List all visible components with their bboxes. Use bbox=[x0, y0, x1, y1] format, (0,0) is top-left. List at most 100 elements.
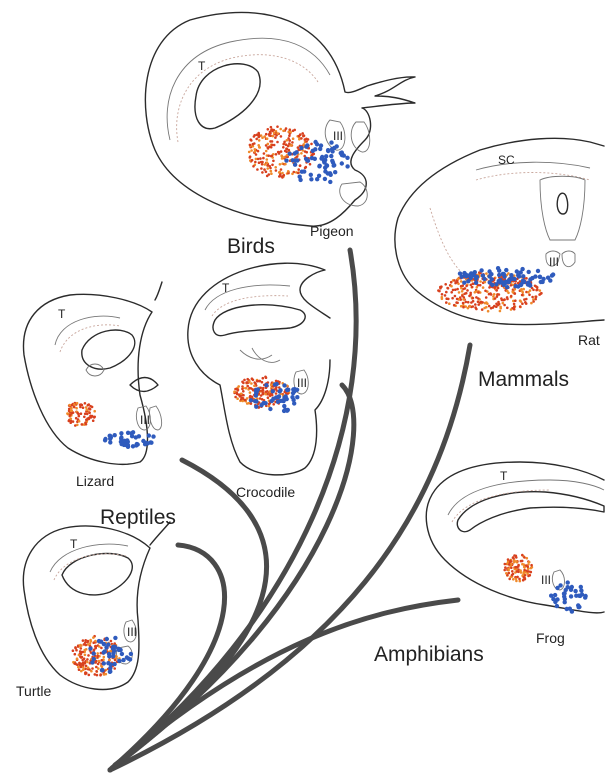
cell-dot bbox=[137, 434, 141, 438]
cell-dot bbox=[275, 153, 278, 156]
cell-dot bbox=[81, 423, 84, 426]
cell-dot bbox=[481, 301, 484, 304]
cell-dot bbox=[112, 662, 116, 666]
cell-dot bbox=[280, 154, 283, 157]
cell-dot bbox=[293, 163, 297, 167]
cell-dot bbox=[249, 156, 252, 159]
cell-dot bbox=[275, 169, 278, 172]
cell-dot bbox=[441, 296, 444, 299]
cell-dot bbox=[120, 652, 124, 656]
cell-dot bbox=[304, 145, 308, 149]
cell-dot bbox=[267, 396, 270, 399]
cell-dot bbox=[499, 307, 502, 310]
species-labels: Pigeon Rat Lizard Crocodile Turtle Frog bbox=[16, 223, 600, 699]
cell-dot bbox=[332, 163, 336, 167]
cell-dot bbox=[113, 645, 117, 649]
cell-dot bbox=[474, 303, 477, 306]
cell-dot bbox=[269, 132, 272, 135]
cell-dot bbox=[280, 135, 283, 138]
cell-dot bbox=[465, 301, 468, 304]
cell-dot bbox=[497, 269, 501, 273]
cell-dot bbox=[283, 174, 286, 177]
cell-dot bbox=[93, 410, 96, 413]
cell-dot bbox=[86, 658, 89, 661]
cell-dot bbox=[275, 392, 278, 395]
cell-dot bbox=[525, 302, 528, 305]
cell-dot bbox=[236, 388, 239, 391]
cell-dot bbox=[506, 296, 509, 299]
cell-dot bbox=[521, 302, 524, 305]
rat-label: Rat bbox=[578, 332, 600, 348]
cell-dot bbox=[472, 305, 475, 308]
cell-dot bbox=[463, 293, 466, 296]
cell-dot bbox=[515, 580, 518, 583]
cell-dot bbox=[78, 668, 81, 671]
cell-dot bbox=[532, 289, 535, 292]
cell-dot bbox=[519, 283, 523, 287]
cell-dot bbox=[102, 661, 106, 665]
turtle-ventricle bbox=[62, 553, 132, 594]
cell-dot bbox=[460, 287, 463, 290]
cell-dot bbox=[267, 128, 270, 131]
cell-dot bbox=[88, 646, 92, 650]
cell-dot bbox=[301, 132, 304, 135]
cell-dot bbox=[126, 431, 130, 435]
cell-dot bbox=[309, 173, 313, 177]
cell-dot bbox=[467, 307, 470, 310]
lizard-iii-marker: III bbox=[140, 413, 150, 427]
cell-dot bbox=[268, 407, 272, 411]
cell-dot bbox=[73, 406, 76, 409]
cell-dot bbox=[86, 418, 89, 421]
cell-dot bbox=[108, 669, 112, 673]
cell-dot bbox=[270, 146, 273, 149]
cell-dot bbox=[147, 433, 151, 437]
cell-dot bbox=[242, 382, 245, 385]
cell-dot bbox=[569, 594, 573, 598]
cell-dot bbox=[279, 163, 282, 166]
cell-dot bbox=[522, 288, 525, 291]
cell-dot bbox=[479, 284, 482, 287]
cell-dot bbox=[268, 173, 271, 176]
cell-dot bbox=[236, 397, 239, 400]
cell-dot bbox=[526, 282, 530, 286]
cell-dot bbox=[514, 299, 517, 302]
cell-dot bbox=[499, 310, 502, 313]
cell-dot bbox=[236, 393, 239, 396]
cell-dot bbox=[324, 154, 328, 158]
cell-dot bbox=[119, 431, 123, 435]
cell-dot bbox=[260, 167, 263, 170]
turtle-tectum-marker: T bbox=[70, 537, 78, 551]
cell-dot bbox=[450, 281, 453, 284]
cell-dot bbox=[531, 296, 534, 299]
cell-dot bbox=[79, 650, 82, 653]
cell-dot bbox=[563, 597, 567, 601]
cell-dot bbox=[523, 556, 526, 559]
cell-dot bbox=[254, 393, 258, 397]
cell-dot bbox=[516, 570, 519, 573]
cell-dot bbox=[520, 288, 523, 291]
cell-dot bbox=[309, 163, 312, 166]
cell-dot bbox=[297, 146, 300, 149]
cell-dot bbox=[521, 563, 524, 566]
cell-dot bbox=[538, 275, 542, 279]
cell-dot bbox=[266, 161, 269, 164]
cell-dot bbox=[526, 557, 529, 560]
lizard-tectum-marker: T bbox=[58, 307, 66, 321]
cell-dot bbox=[305, 138, 308, 141]
cell-dot bbox=[562, 592, 566, 596]
cell-dot bbox=[244, 399, 247, 402]
cell-dot bbox=[279, 128, 282, 131]
cell-dot bbox=[80, 647, 83, 650]
cell-dot bbox=[510, 563, 513, 566]
cell-dot bbox=[269, 167, 272, 170]
cell-dot bbox=[282, 404, 286, 408]
cell-dot bbox=[317, 174, 321, 178]
cell-dot bbox=[113, 636, 117, 640]
cell-dot bbox=[333, 170, 337, 174]
amphibians-label: Amphibians bbox=[374, 643, 484, 666]
cell-dot bbox=[515, 560, 518, 563]
cell-dot bbox=[513, 303, 516, 306]
cell-dot bbox=[527, 270, 531, 274]
cell-dot bbox=[285, 388, 289, 392]
mammals-label: Mammals bbox=[478, 368, 569, 391]
